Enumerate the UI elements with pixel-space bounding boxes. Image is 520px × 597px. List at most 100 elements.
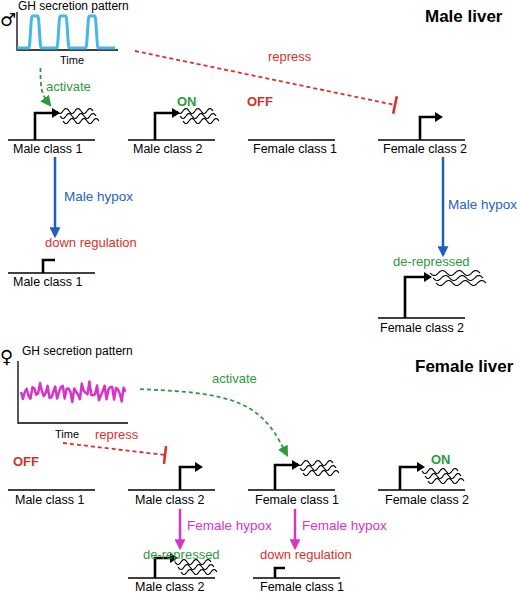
connector-label: activate [212,372,257,386]
gene-line [378,489,465,491]
promoter-arrow [420,117,436,140]
gene-text: ON [431,453,451,467]
promoter-arrow [180,467,196,490]
gene-line [378,317,465,319]
gene-node: ON Female class 2 [375,455,475,509]
activate-connector [442,157,445,255]
transcript-wave [60,114,96,119]
gene-text: OFF [13,455,39,469]
promoter-arrow [400,467,418,490]
promoter-arrowhead [417,462,425,472]
panel-title: Male liver [425,8,503,27]
secretion-trace [21,382,126,402]
gene-node: Female class 1 [245,455,345,509]
promoter-arrowhead [195,462,203,472]
activate-connector [140,389,287,455]
transcript-wave [180,114,216,119]
activate-connector [179,509,182,548]
connector-label: Female hypox [302,519,387,534]
activate-connector [294,509,297,548]
promoter-arrow [405,277,425,318]
transcript-wave [178,565,214,570]
gene-line [8,489,95,491]
connector-group [295,509,296,548]
gene-node: de-repressedFemale class 2 [375,255,490,341]
transcript-wave [428,479,464,484]
gene-text: down regulation [260,548,352,562]
gene-node: OFF Male class 1 [5,455,105,509]
panel-title: Female liver [415,358,513,377]
gene-node: Male class 2 [125,455,225,509]
secretion-chart: GH secretion pattern♂ Time [0,0,135,68]
connector-label: Male hypox [448,198,517,213]
promoter-arrow [43,260,55,273]
promoter-arrow [155,113,173,140]
inhibition-bar [393,96,397,114]
transcript-wave [183,119,219,124]
gene-text: Male class 1 [13,143,82,157]
gene-text: Male class 2 [135,494,204,508]
gene-line [253,577,340,579]
connector-label: activate [46,80,91,94]
transcript-wave [303,471,339,476]
gene-text: Female class 2 [380,322,464,336]
inhibition-bar [164,446,166,464]
gene-text: Female class 2 [385,494,469,508]
gene-node: Female class 2 [375,105,475,157]
transcript-wave [433,276,483,281]
connector-group [63,443,166,464]
connector-group [443,157,444,255]
gene-text: Male class 2 [135,581,204,595]
gene-node: Male class 1 [5,105,105,157]
gene-line [248,489,335,491]
chart-text: ♂ [0,10,16,30]
gene-text: de-repressed [143,548,220,562]
gene-text: de-repressed [393,255,470,269]
connector-label: Female hypox [187,519,272,534]
chart-text: Time [55,428,79,440]
gene-text: ON [177,95,197,109]
gene-node: down regulationMale class 1 [5,236,117,294]
promoter-arrowhead [435,112,443,122]
gene-line [128,577,215,579]
gene-node: ON Male class 2 [125,95,225,157]
connector-group [55,157,56,236]
secretion-trace [17,16,115,48]
transcript-wave [63,119,99,124]
transcript-wave [300,466,336,471]
connector-group [140,389,287,455]
gene-text: Female class 1 [253,143,337,157]
transcript-wave [425,474,461,479]
connector-label: repress [268,50,311,64]
gene-line [248,139,335,141]
gene-text: Female class 1 [255,494,339,508]
transcript-wave [297,461,333,466]
chart-axes [17,12,118,50]
gene-text: OFF [247,95,273,109]
gene-node: OFF Female class 1 [245,95,345,157]
gene-text: Male class 1 [13,276,82,290]
transcript-wave [422,469,458,474]
connector-label: Male hypox [64,190,133,205]
chart-text: GH secretion pattern [18,0,129,13]
gene-line [378,139,465,141]
gene-node: down regulationFemale class 1 [250,548,362,597]
gene-text: Male class 2 [133,143,202,157]
gene-node: de-repressedMale class 2 [125,548,237,597]
chart-text: GH secretion pattern [22,345,133,358]
gene-text: Female class 2 [383,143,467,157]
repress-connector [63,443,165,455]
chart-axes [18,361,128,423]
gene-line [8,272,95,274]
gene-line [128,489,215,491]
connector-group [180,509,181,548]
promoter-arrow [35,113,53,140]
transcript-wave [177,109,213,114]
activate-connector [54,157,57,236]
transcript-wave [181,570,217,575]
gene-text: Male class 1 [15,494,84,508]
gene-text: Female class 1 [260,581,344,595]
transcript-wave [57,109,93,114]
chart-text: Time [60,54,84,66]
